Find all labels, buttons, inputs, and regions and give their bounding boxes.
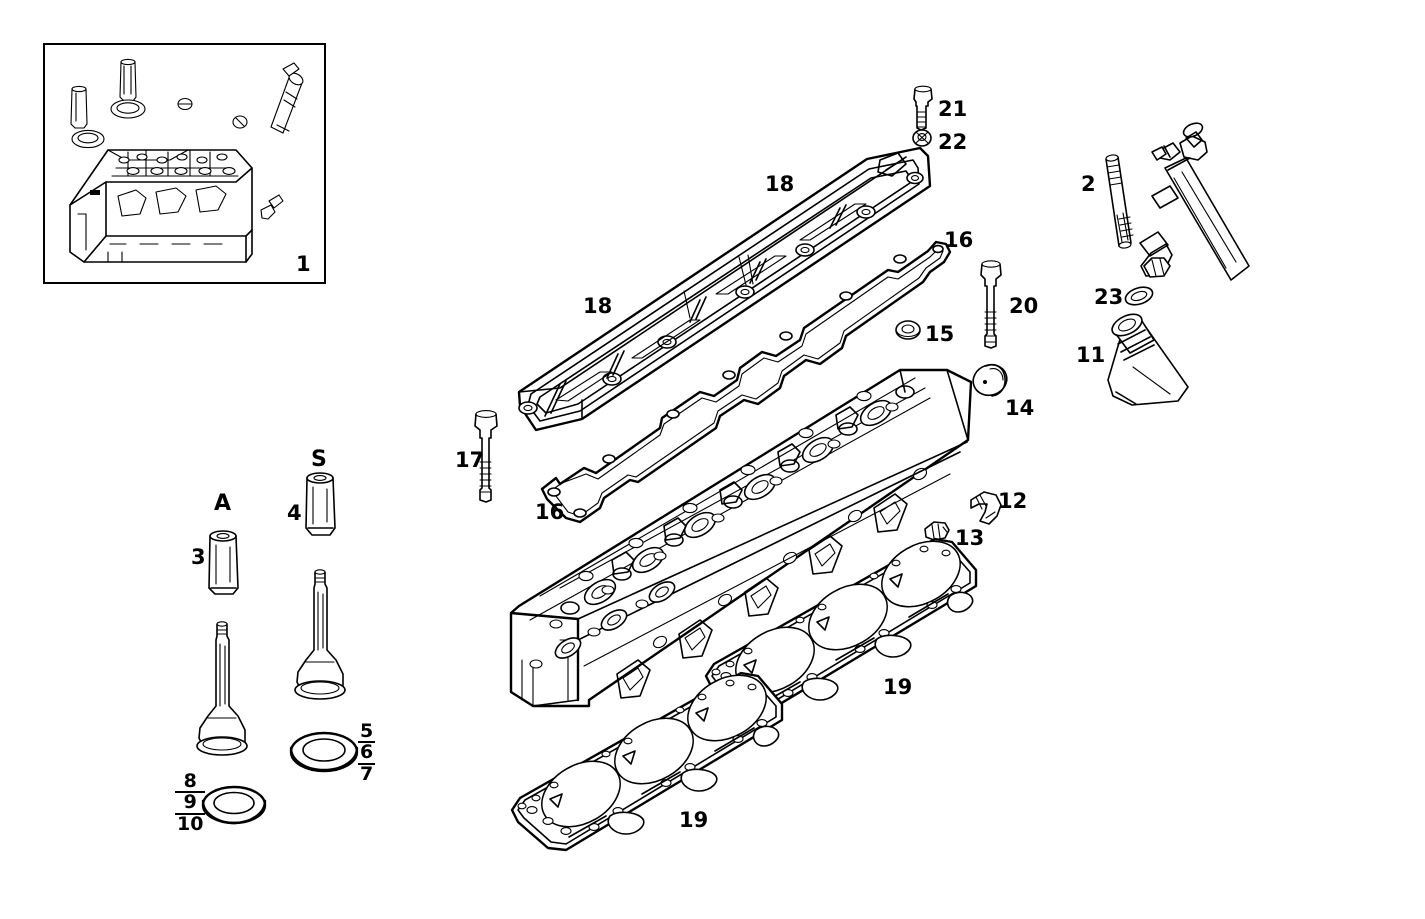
callout-18-top: 18: [765, 172, 795, 196]
inset-cylinder-head: [69, 149, 253, 263]
callout-4: 4: [287, 501, 302, 525]
callout-15: 15: [925, 322, 955, 346]
callout-14: 14: [1005, 396, 1035, 420]
callout-16-bottom: 16: [535, 500, 565, 524]
bolt-20[interactable]: [980, 260, 1002, 349]
callout-19-front: 19: [679, 808, 709, 832]
inset-seal-2: [71, 129, 105, 149]
inset-injector-sleeve: [270, 72, 304, 134]
fuel-injector[interactable]: [1139, 120, 1250, 281]
callout-5-6-7: 5 6 7: [358, 720, 376, 785]
exhaust-valve[interactable]: [294, 569, 346, 700]
callout-13: 13: [955, 526, 985, 550]
valve-stem-seal-intake[interactable]: [201, 785, 267, 825]
callout-6: 6: [358, 741, 376, 765]
callout-8-9-10: 8 9 10: [175, 771, 206, 835]
inset-washer: [177, 97, 193, 111]
inset-elbow-1: [260, 204, 276, 220]
inset-clip: [282, 62, 300, 77]
injector-stud[interactable]: [1105, 154, 1134, 249]
cylinder-head-deck-details: [549, 385, 915, 629]
callout-2: 2: [1081, 172, 1096, 196]
callout-18-bottom: 18: [583, 294, 613, 318]
inset-guide-1: [119, 58, 137, 102]
bolt-21[interactable]: [913, 85, 933, 131]
callout-21: 21: [938, 97, 968, 121]
head-gasket-front[interactable]: [510, 662, 784, 852]
callout-16-top: 16: [944, 228, 974, 252]
callout-19-rear: 19: [883, 675, 913, 699]
cylinder-head[interactable]: [509, 368, 973, 708]
callout-20: 20: [1009, 294, 1039, 318]
intake-valve-guide[interactable]: [208, 530, 239, 595]
callout-letter-a: A: [214, 491, 232, 516]
callout-1: 1: [296, 252, 311, 276]
callout-8: 8: [175, 771, 206, 794]
exhaust-valve-guide[interactable]: [305, 472, 336, 536]
callout-3: 3: [191, 545, 206, 569]
callout-12: 12: [998, 489, 1028, 513]
inset-guide-2: [70, 85, 88, 129]
valve-stem-seal-exhaust[interactable]: [289, 731, 359, 773]
callout-5: 5: [358, 720, 376, 744]
callout-7: 7: [360, 762, 374, 785]
long-bolt-17[interactable]: [474, 410, 498, 503]
callout-11: 11: [1076, 343, 1106, 367]
injector-sleeve[interactable]: [1107, 310, 1189, 406]
washer-15[interactable]: [895, 320, 921, 340]
valve-cover[interactable]: [517, 146, 932, 432]
coolant-elbow[interactable]: [970, 491, 1002, 525]
callout-23: 23: [1094, 285, 1124, 309]
core-plug[interactable]: [969, 360, 1011, 400]
valve-cover-gasket[interactable]: [540, 240, 952, 524]
intake-valve[interactable]: [196, 621, 248, 756]
callout-letter-s: S: [311, 447, 327, 472]
cylinder-head-side-features: [577, 451, 961, 699]
callout-17: 17: [455, 448, 485, 472]
injector-seal-washer[interactable]: [1123, 284, 1155, 308]
nut-22[interactable]: [912, 129, 932, 147]
small-elbow[interactable]: [924, 521, 950, 541]
inset-contents: [69, 58, 304, 263]
inset-elbow-3: [268, 194, 284, 209]
inset-seal-1: [110, 99, 146, 119]
cylinder-head-lower-band: [529, 581, 676, 669]
head-gasket-rear[interactable]: [704, 528, 978, 718]
callout-22: 22: [938, 130, 968, 154]
callout-9: 9: [175, 793, 206, 815]
callout-10: 10: [177, 812, 204, 835]
inset-core-plug: [232, 115, 248, 129]
